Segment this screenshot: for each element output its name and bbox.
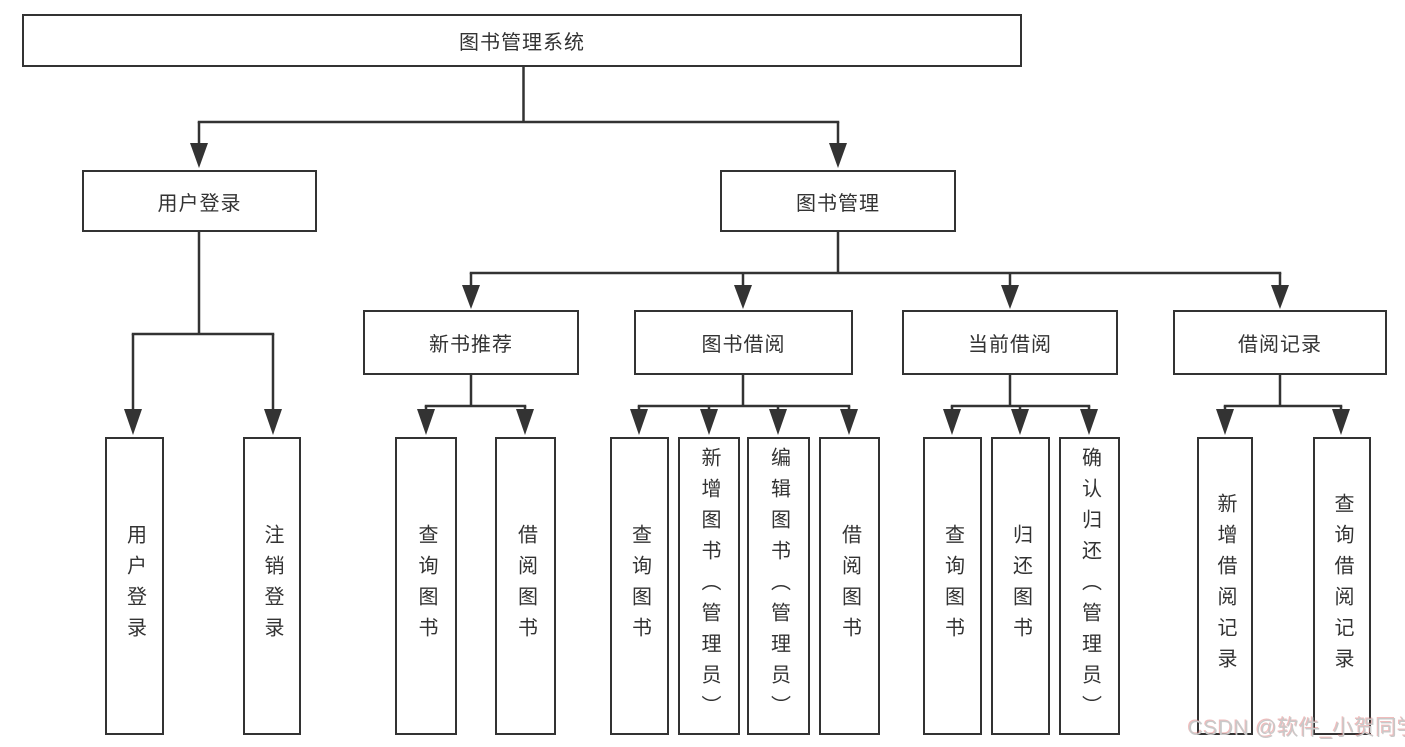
leaf-borrow-books: 借阅图书 (819, 437, 880, 735)
node-label: 查询图书 (941, 524, 964, 648)
node-new-book-recommendation: 新书推荐 (363, 310, 579, 375)
node-label: 借阅图书 (514, 524, 537, 648)
watermark: CSDN @软件_小贺同学 (1188, 717, 1405, 740)
node-label: 编辑图书（管理员） (767, 446, 790, 726)
leaf-search-borrow-record: 查询借阅记录 (1313, 437, 1371, 735)
node-label: 当前借阅 (968, 334, 1052, 356)
node-user-login: 用户登录 (82, 170, 317, 232)
node-label: 图书管理 (796, 192, 880, 215)
node-book-borrowing: 图书借阅 (634, 310, 853, 375)
leaf-logout: 注销登录 (243, 437, 301, 735)
node-label: 图书管理系统 (459, 32, 585, 54)
leaf-edit-books-admin: 编辑图书（管理员） (747, 437, 810, 735)
node-label: 查询图书 (415, 524, 437, 648)
leaf-confirm-return-admin: 确认归还（管理员） (1059, 437, 1120, 735)
leaf-return-books: 归还图书 (991, 437, 1050, 735)
leaf-search-books-recommend: 查询图书 (395, 437, 457, 735)
leaf-user-login: 用户登录 (105, 437, 164, 735)
leaf-add-books-admin: 新增图书（管理员） (678, 437, 740, 735)
node-label: 归还图书 (1009, 524, 1032, 648)
leaf-search-books-current: 查询图书 (923, 437, 982, 735)
node-current-borrowing: 当前借阅 (902, 310, 1118, 375)
node-label: 图书借阅 (701, 334, 786, 356)
node-label: 借阅图书 (838, 524, 861, 648)
node-label: 新增借阅记录 (1214, 493, 1236, 679)
node-label: 注销登录 (261, 524, 283, 648)
node-borrowing-records: 借阅记录 (1173, 310, 1387, 375)
node-label: 新书推荐 (429, 334, 513, 356)
node-label: 查询借阅记录 (1331, 493, 1353, 679)
leaf-borrow-books-recommend: 借阅图书 (495, 437, 556, 735)
node-root: 图书管理系统 (22, 14, 1022, 67)
leaf-search-books-borrowing: 查询图书 (610, 437, 669, 735)
node-label: 确认归还（管理员） (1078, 446, 1101, 726)
node-label: 查询图书 (628, 524, 651, 648)
leaf-add-borrow-record: 新增借阅记录 (1197, 437, 1253, 735)
node-label: 借阅记录 (1238, 334, 1322, 356)
arrowheads (124, 143, 1350, 435)
node-label: 用户登录 (157, 192, 242, 215)
node-label: 新增图书（管理员） (698, 446, 720, 726)
node-book-management: 图书管理 (720, 170, 956, 232)
node-label: 用户登录 (123, 524, 146, 648)
